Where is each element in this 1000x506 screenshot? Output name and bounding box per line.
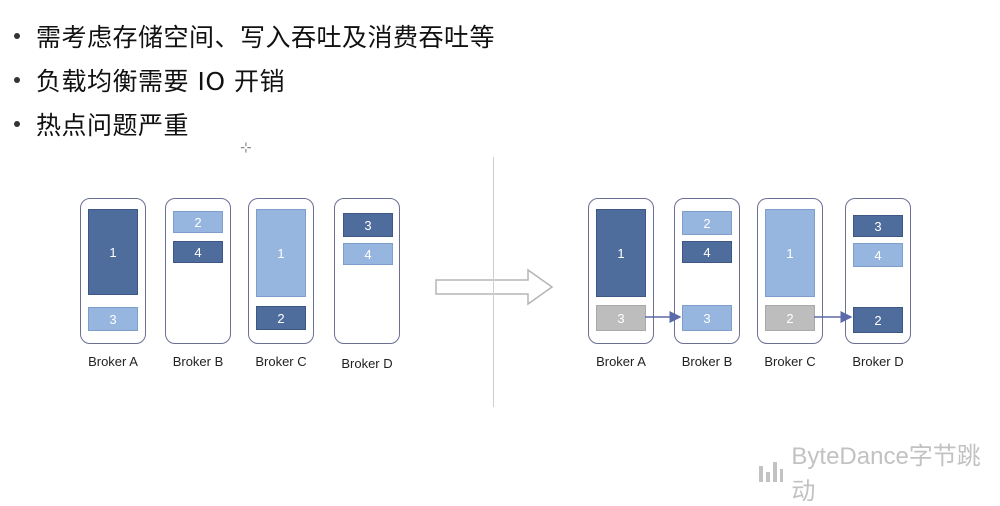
broker-b: 2 4 3 xyxy=(674,198,740,344)
partition-block: 3 xyxy=(853,215,903,237)
bytedance-logo: ByteDance字节跳动 xyxy=(758,436,1000,506)
logo-text: ByteDance字节跳动 xyxy=(791,443,981,505)
partition-block: 1 xyxy=(765,209,815,297)
partition-block: 4 xyxy=(173,241,223,263)
partition-block: 1 xyxy=(256,209,306,297)
partition-block: 2 xyxy=(173,211,223,233)
partition-block: 4 xyxy=(343,243,393,265)
partition-block: 1 xyxy=(88,209,138,295)
partition-block: 2 xyxy=(682,211,732,235)
partition-block: 2 xyxy=(765,305,815,331)
bullet-item: 负载均衡需要 IO 开销 xyxy=(14,58,495,102)
bullet-item: 需考虑存储空间、写入吞吐及消费吞吐等 xyxy=(14,14,495,58)
bullet-item: 热点问题严重 xyxy=(14,102,495,146)
broker-b: 2 4 xyxy=(165,198,231,344)
partition-block: 2 xyxy=(256,306,306,330)
bullet-text: 热点问题严重 xyxy=(36,111,190,140)
bullet-dot-icon xyxy=(14,77,20,83)
partition-block: 3 xyxy=(343,213,393,237)
bullet-text: 负载均衡需要 IO 开销 xyxy=(36,67,285,96)
transition-arrow-icon xyxy=(435,268,554,306)
broker-label: Broker B xyxy=(681,354,733,369)
partition-block: 4 xyxy=(853,243,903,267)
partition-block: 3 xyxy=(682,305,732,331)
broker-label: Broker B xyxy=(172,354,224,369)
partition-block: 2 xyxy=(853,307,903,333)
broker-label: Broker D xyxy=(341,356,393,371)
broker-d: 3 4 xyxy=(334,198,400,344)
crosshair-cursor-icon: ⊹ xyxy=(240,140,252,156)
section-divider xyxy=(493,157,494,407)
partition-block: 4 xyxy=(682,241,732,263)
partition-block: 3 xyxy=(596,305,646,331)
bullet-text: 需考虑存储空间、写入吞吐及消费吞吐等 xyxy=(36,23,496,52)
broker-label: Broker A xyxy=(596,354,646,369)
broker-label: Broker C xyxy=(764,354,816,369)
broker-label: Broker A xyxy=(88,354,138,369)
broker-label: Broker C xyxy=(255,354,307,369)
bytedance-bars-icon xyxy=(759,462,784,482)
bullet-dot-icon xyxy=(14,33,20,39)
broker-a: 1 3 xyxy=(588,198,654,344)
migration-arrows xyxy=(645,311,853,323)
bullet-list: 需考虑存储空间、写入吞吐及消费吞吐等 负载均衡需要 IO 开销 热点问题严重 xyxy=(14,14,495,146)
partition-block: 3 xyxy=(88,307,138,331)
broker-d: 3 4 2 xyxy=(845,198,911,344)
broker-c: 1 2 xyxy=(757,198,823,344)
bullet-dot-icon xyxy=(14,121,20,127)
broker-c: 1 2 xyxy=(248,198,314,344)
partition-block: 1 xyxy=(596,209,646,297)
broker-label: Broker D xyxy=(852,354,904,369)
broker-a: 1 3 xyxy=(80,198,146,344)
